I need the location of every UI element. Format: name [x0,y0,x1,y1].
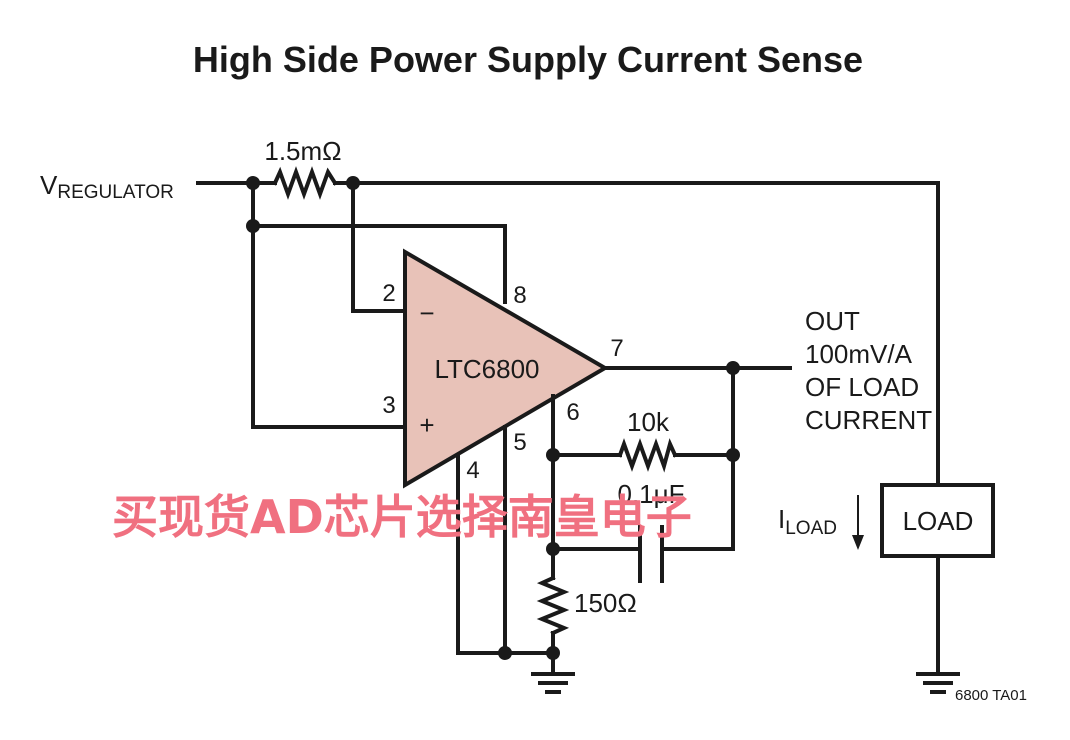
ic-label: LTC6800 [434,354,539,384]
top-rail-wire [196,181,940,487]
sense-resistor [272,166,338,200]
feedback-resistor-label: 10k [627,407,670,437]
load-ground-icon [916,672,960,694]
load-label: LOAD [903,506,974,536]
output-line-3: OF LOAD [805,372,919,402]
sense-resistor-label: 1.5mΩ [264,136,341,166]
ground-icon [531,672,575,694]
watermark-text: 买现货AD芯片选择南皇电子 [112,490,692,544]
pin-8-label: 8 [513,282,526,309]
feedback-node-wire [551,366,735,580]
output-annotation: OUT 100mV/A OF LOAD CURRENT [805,306,932,435]
pin-4-label: 4 [466,457,479,484]
junction-dots [246,176,740,660]
output-line-2: 100mV/A [805,339,913,369]
sense-minus-wire [351,181,407,313]
output-line-4: CURRENT [805,405,932,435]
load-box [880,483,995,558]
inverting-input-sign: − [419,298,434,328]
noninverting-input-sign: + [419,410,434,440]
current-arrow-icon [852,495,864,550]
pin-3-label: 3 [382,392,395,419]
pin-6-label: 6 [566,399,579,426]
pin-7-label: 7 [610,335,623,362]
load-current-label: ILOAD [778,504,837,539]
gain-resistor-label: 150Ω [574,588,637,618]
diagram-title: High Side Power Supply Current Sense [193,39,863,80]
pin-5-label: 5 [513,429,526,456]
feedback-resistor [617,438,678,473]
pin-2-label: 2 [382,280,395,307]
figure-id: 6800 TA01 [955,687,1027,704]
input-label: VREGULATOR [40,170,174,203]
gain-resistor [536,575,570,636]
capacitor-label: 0.1μF [617,479,684,509]
capacitor [638,525,664,583]
output-line-1: OUT [805,306,860,336]
